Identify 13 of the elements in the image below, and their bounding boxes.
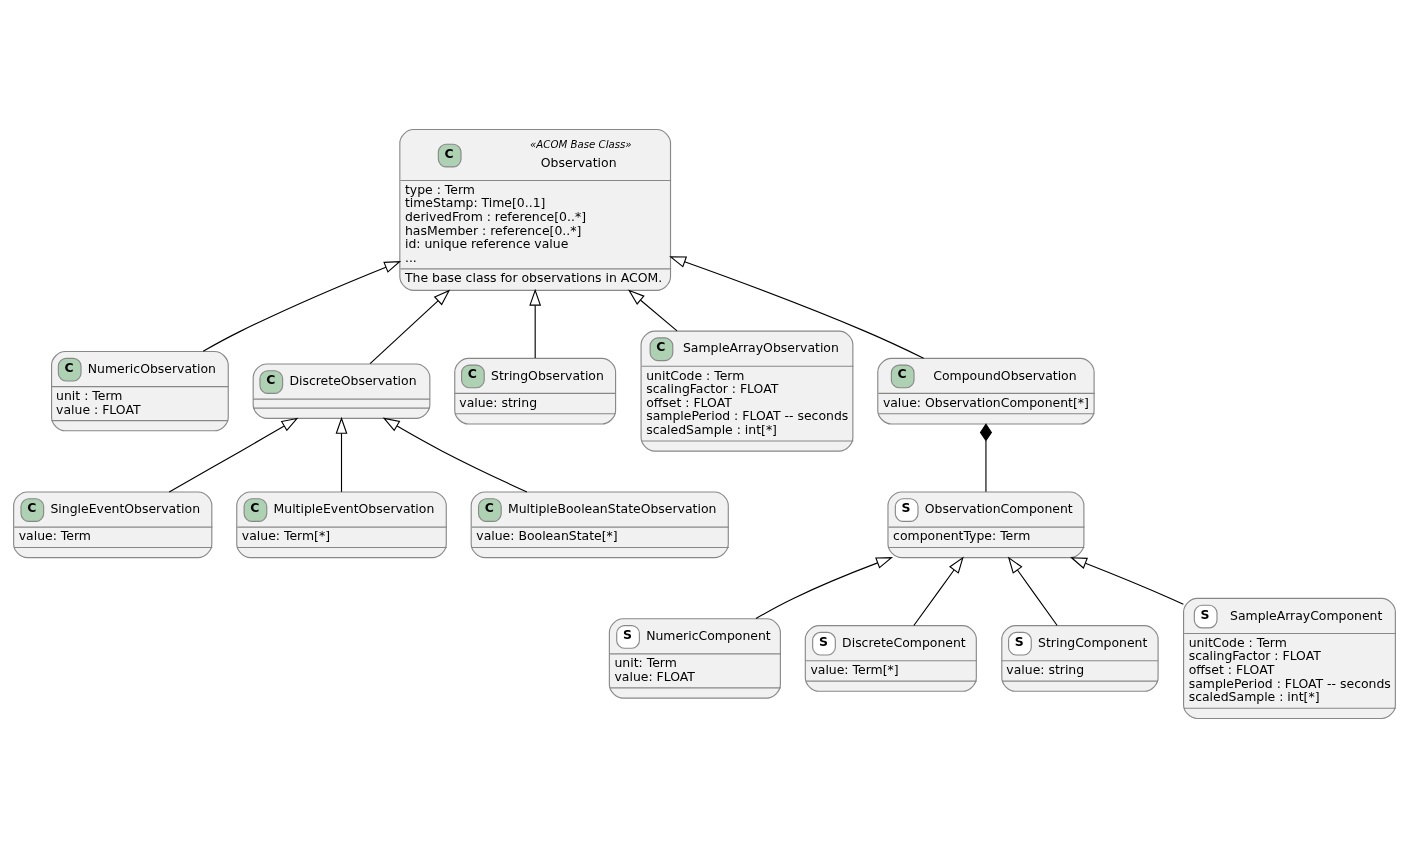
arrow: [335, 416, 348, 492]
arrow: [202, 260, 402, 352]
arrow: [913, 556, 964, 626]
arrow: [529, 288, 542, 359]
connector: [979, 422, 993, 492]
arrow: [627, 288, 678, 331]
arrow: [1007, 556, 1058, 626]
arrow: [1070, 556, 1184, 605]
arrow: [755, 556, 894, 619]
arrow: [382, 417, 528, 492]
arrow: [669, 255, 925, 359]
arrow: [369, 289, 451, 364]
arrow: [168, 417, 299, 492]
